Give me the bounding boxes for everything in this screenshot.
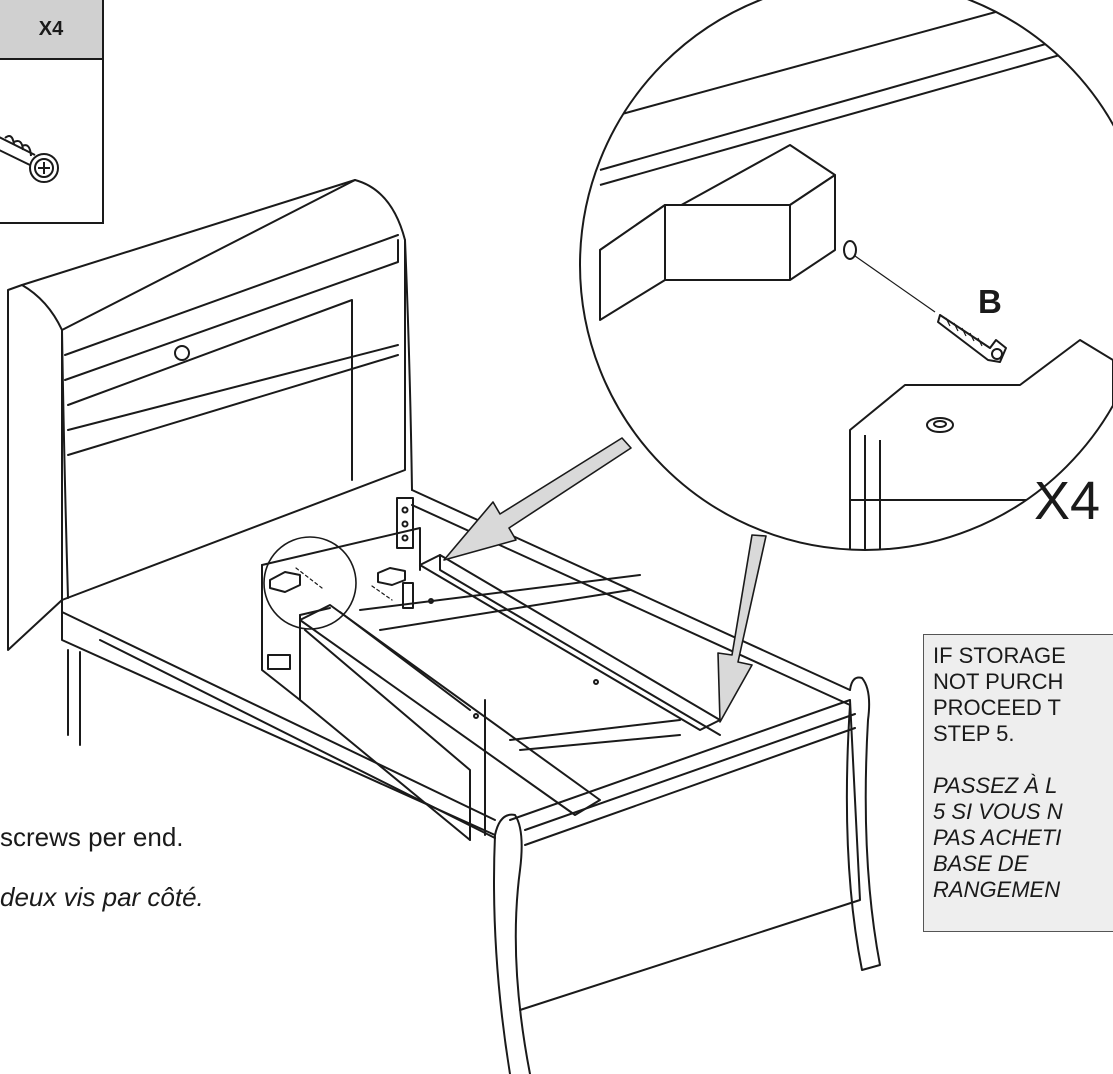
detail-screw (937, 314, 1007, 363)
parts-quantity-label: X4 (0, 0, 102, 60)
footboard-left-post (494, 813, 531, 1074)
instruction-french: deux vis par côté. (0, 882, 204, 912)
arrow-to-frame (443, 437, 632, 561)
screw-icon (0, 135, 59, 183)
footboard-panel (509, 699, 861, 1011)
hardware-parts-box: X4 (0, 0, 104, 224)
detail-marker-circle (263, 536, 357, 630)
part-label-b: B (978, 283, 1002, 320)
quantity-label-x4: X4 (1034, 471, 1101, 531)
headboard-panel (61, 179, 406, 601)
detail-callout (599, 0, 1113, 550)
storage-frame (261, 564, 301, 701)
center-slat-right (419, 554, 721, 731)
storage-notice-box: IF STORAGE NOT PURCH PROCEED T STEP 5. P… (923, 634, 1113, 932)
hinge-bracket (396, 497, 414, 549)
left-side-rail (61, 599, 496, 836)
footboard-right-post (845, 676, 881, 971)
notice-english: IF STORAGE NOT PURCH PROCEED T STEP 5. (933, 643, 1066, 746)
arrow-to-footboard (717, 534, 767, 723)
headboard-hole (174, 345, 190, 361)
center-slat-left (299, 604, 601, 816)
headboard-left-post (7, 284, 63, 651)
notice-french: PASSEZ À L 5 SI VOUS N PAS ACHETI BASE D… (933, 773, 1063, 902)
instruction-english: screws per end. (0, 822, 184, 852)
